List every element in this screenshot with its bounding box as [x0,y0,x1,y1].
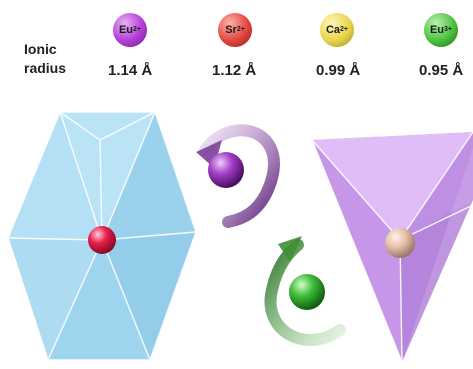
radius-eu3: 0.95 Å [419,62,464,79]
radius-ca2: 0.99 Å [316,62,361,79]
moving-ion-purple [208,152,244,188]
moving-ion-green [289,274,325,310]
radius-eu2: 1.14 Å [108,62,153,79]
center-ion-red [88,226,116,254]
label-line-2: radius [24,60,67,76]
ionic-radius-label: Ionic radius [24,40,66,78]
blue-polyhedron [7,111,197,361]
radius-sr2: 1.12 Å [212,62,257,79]
purple-curved-arrow [196,124,280,228]
green-curved-arrow [264,236,346,346]
label-line-1: Ionic [24,41,57,57]
purple-tetrahedron [311,131,473,363]
center-ion-tetra [385,228,415,258]
